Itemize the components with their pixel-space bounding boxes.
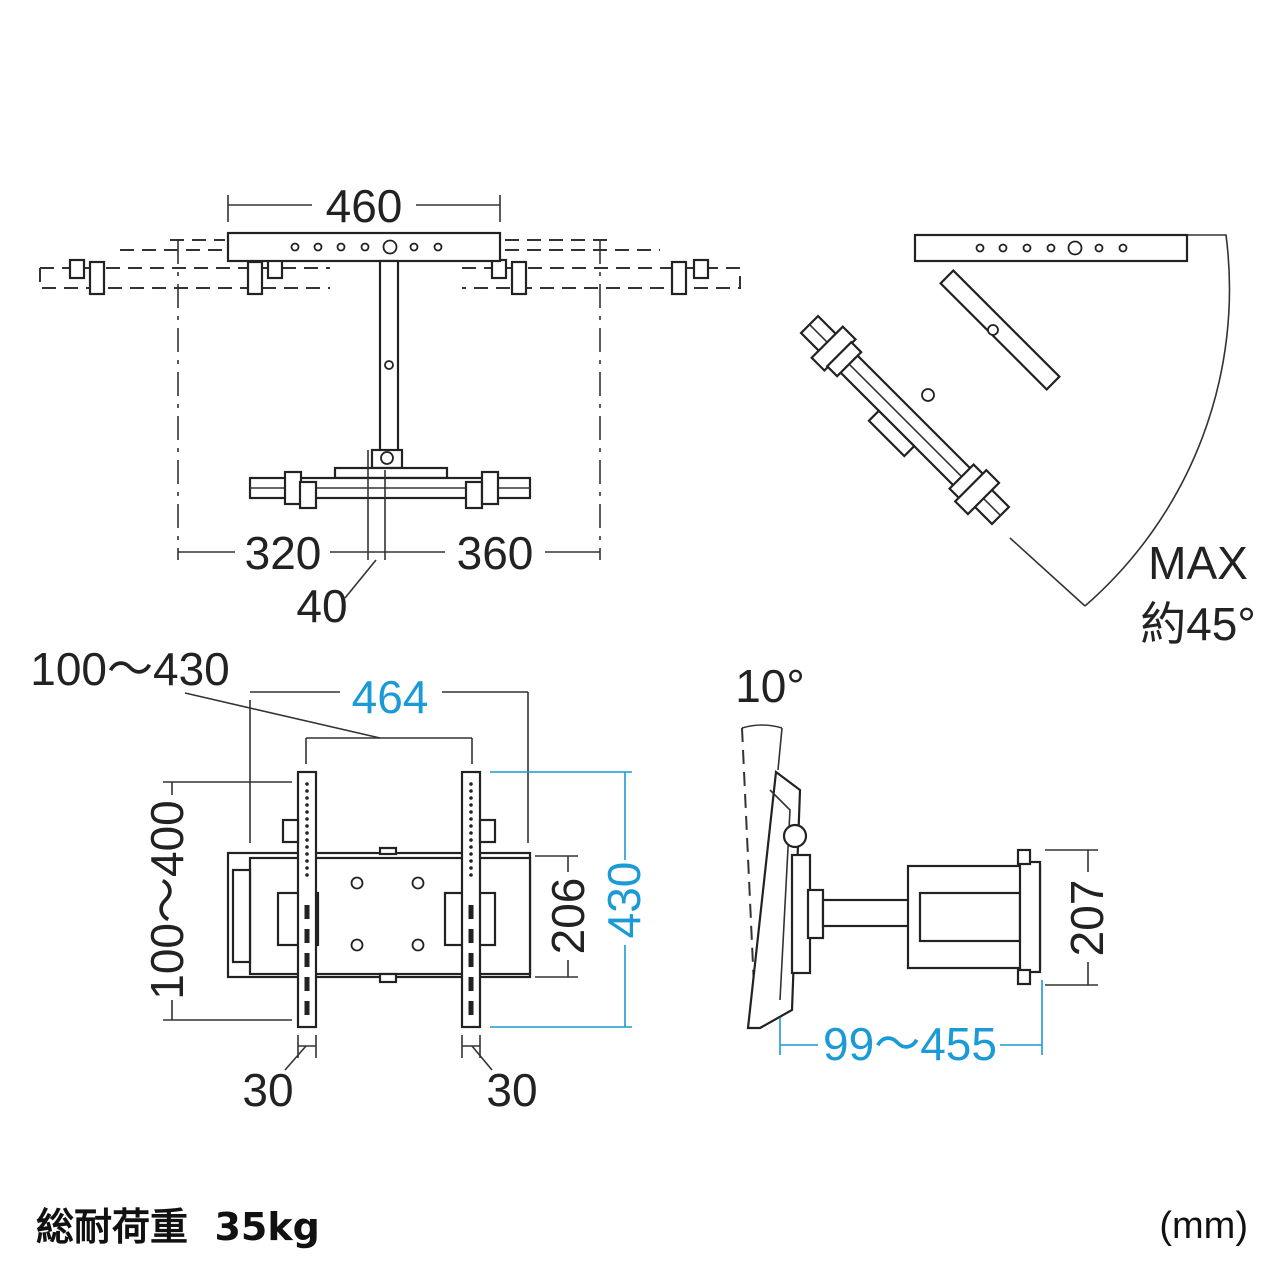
rail-slot bbox=[304, 977, 310, 991]
rail-right bbox=[460, 770, 482, 1029]
rail-hole bbox=[305, 859, 309, 863]
dim-207: 207 bbox=[1061, 880, 1113, 957]
dim-360: 360 bbox=[457, 527, 534, 579]
rail-hole bbox=[305, 845, 309, 849]
total-load-label: 総耐荷重 35kg bbox=[36, 1205, 320, 1249]
rail-hole bbox=[469, 810, 473, 814]
rail-hole bbox=[305, 810, 309, 814]
front-view bbox=[163, 691, 632, 1071]
swivel-view bbox=[799, 233, 1231, 607]
rail-hole bbox=[469, 782, 473, 786]
rail-hole bbox=[469, 859, 473, 863]
rail-hole bbox=[305, 831, 309, 835]
rail-hole bbox=[469, 838, 473, 842]
rail-hole bbox=[469, 817, 473, 821]
rail-hole bbox=[469, 873, 473, 877]
rail-left bbox=[296, 770, 318, 1029]
rail-slot bbox=[304, 929, 310, 943]
rail-slot bbox=[468, 953, 474, 967]
rail-hole bbox=[469, 789, 473, 793]
rail-hole bbox=[305, 796, 309, 800]
rail-slot bbox=[468, 929, 474, 943]
dim-40: 40 bbox=[296, 580, 347, 632]
rail-hole bbox=[305, 838, 309, 842]
rail-hole bbox=[305, 817, 309, 821]
rail-hole bbox=[469, 796, 473, 800]
dim-30-left: 30 bbox=[242, 1064, 293, 1116]
tilt-angle-label: 10° bbox=[735, 660, 805, 712]
rail-slot bbox=[468, 1001, 474, 1015]
dim-206: 206 bbox=[542, 878, 594, 955]
rail-hole bbox=[305, 782, 309, 786]
rail-slot bbox=[304, 1001, 310, 1015]
rail-hole bbox=[305, 866, 309, 870]
rail-hole bbox=[305, 852, 309, 856]
side-view bbox=[741, 724, 1098, 1055]
rail-hole bbox=[305, 873, 309, 877]
dim-30-right: 30 bbox=[486, 1064, 537, 1116]
dim-vesa-vertical: 100～400 bbox=[141, 800, 193, 1000]
rail-hole bbox=[469, 831, 473, 835]
rail-hole bbox=[305, 824, 309, 828]
dim-430: 430 bbox=[598, 862, 650, 939]
rail-hole bbox=[469, 866, 473, 870]
dim-460: 460 bbox=[326, 180, 403, 232]
unit-label: (mm) bbox=[1159, 1205, 1248, 1247]
side-arm bbox=[821, 898, 913, 928]
max-label: MAX bbox=[1148, 537, 1248, 589]
top-view bbox=[39, 195, 741, 599]
dim-99-455: 99～455 bbox=[823, 1018, 997, 1070]
rail-hole bbox=[469, 852, 473, 856]
swivel-angle-label: 約45° bbox=[1140, 598, 1256, 650]
rail-slot bbox=[304, 905, 310, 919]
rail-hole bbox=[305, 789, 309, 793]
rail-hole bbox=[469, 803, 473, 807]
rail-slot bbox=[304, 953, 310, 967]
rail-hole bbox=[469, 845, 473, 849]
rail-hole bbox=[305, 803, 309, 807]
dim-vesa-horizontal: 100～430 bbox=[30, 643, 230, 695]
dim-464: 464 bbox=[352, 671, 429, 723]
dim-320: 320 bbox=[245, 527, 322, 579]
rail-slot bbox=[468, 905, 474, 919]
support-arm bbox=[378, 259, 400, 458]
rail-slot bbox=[468, 977, 474, 991]
rail-hole bbox=[469, 824, 473, 828]
